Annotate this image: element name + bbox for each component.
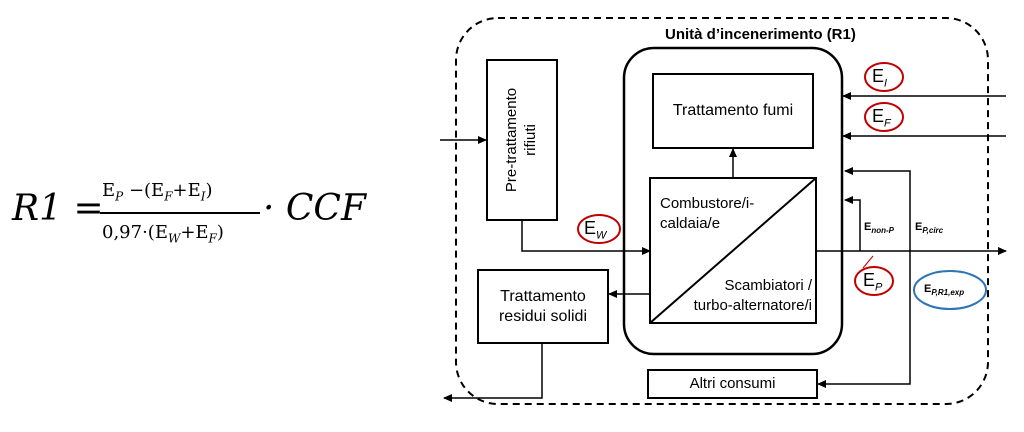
ei-oval — [864, 62, 904, 92]
ep-r1-exp-label: EP,R1,exp — [924, 283, 965, 298]
other-consumption-label: Altri consumi — [689, 375, 776, 392]
flue-gas-treatment-box: Trattamento fumi — [652, 73, 814, 149]
ep-label: EP — [863, 270, 883, 294]
formula-factor: · CCF — [263, 188, 366, 229]
exchangers-label: Scambiatori /turbo-alternatore/i — [693, 277, 812, 314]
combustor-label: Combustore/i-caldaia/e — [660, 195, 755, 232]
fraction-bar — [100, 212, 260, 214]
ep-r1-exp-oval — [913, 270, 987, 310]
e-non-p-label: Enon-P — [864, 221, 895, 236]
ef-label: EF — [872, 106, 891, 130]
formula-lhs: R1 = — [12, 188, 104, 229]
formula-denominator: 0,97·(EW+EF) — [102, 222, 224, 246]
ew-oval — [577, 214, 621, 244]
e-p-circ-label: EP,circ — [915, 221, 944, 236]
ei-label: EI — [872, 66, 888, 90]
boiler-island-outline — [622, 46, 844, 356]
ew-label: EW — [584, 218, 607, 242]
r1-formula: R1 = EP −(EF+EI) 0,97·(EW+EF) · CCF — [0, 0, 380, 432]
formula-numerator: EP −(EF+EI) — [102, 180, 213, 204]
other-consumption-box: Altri consumi — [647, 369, 818, 399]
ef-oval — [864, 102, 904, 132]
pretreatment-box — [486, 59, 558, 221]
ep-oval — [854, 266, 894, 296]
unit-title: Unità d’incenerimento (R1) — [665, 26, 856, 43]
flue-gas-label: Trattamento fumi — [672, 102, 794, 119]
incineration-unit-boundary — [455, 17, 989, 405]
